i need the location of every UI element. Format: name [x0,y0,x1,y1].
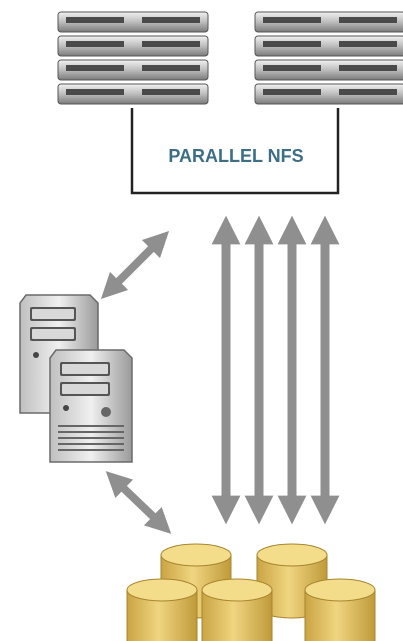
rack-server-stack-right [254,11,403,105]
disk-cylinder-icon [126,578,198,641]
parallel-nfs-box: PARALLEL NFS [130,108,340,195]
parallel-nfs-label: PARALLEL NFS [168,146,303,166]
rack-server-icon [254,59,403,81]
disk-cylinder-icon [304,578,376,641]
vertical-arrows [211,215,340,525]
rack-server-icon [57,11,209,33]
tower-server-icon [49,349,133,463]
storage-disks [126,543,376,641]
rack-server-icon [254,35,403,57]
rack-server-icon [57,59,209,81]
rack-server-stack-left [57,11,209,105]
rack-server-icon [57,35,209,57]
rack-server-icon [57,83,209,105]
disk-cylinder-icon [201,578,273,641]
double-arrow-icon [100,230,170,300]
rack-server-icon [254,11,403,33]
double-arrow-icon [105,471,172,534]
rack-server-icon [254,83,403,105]
